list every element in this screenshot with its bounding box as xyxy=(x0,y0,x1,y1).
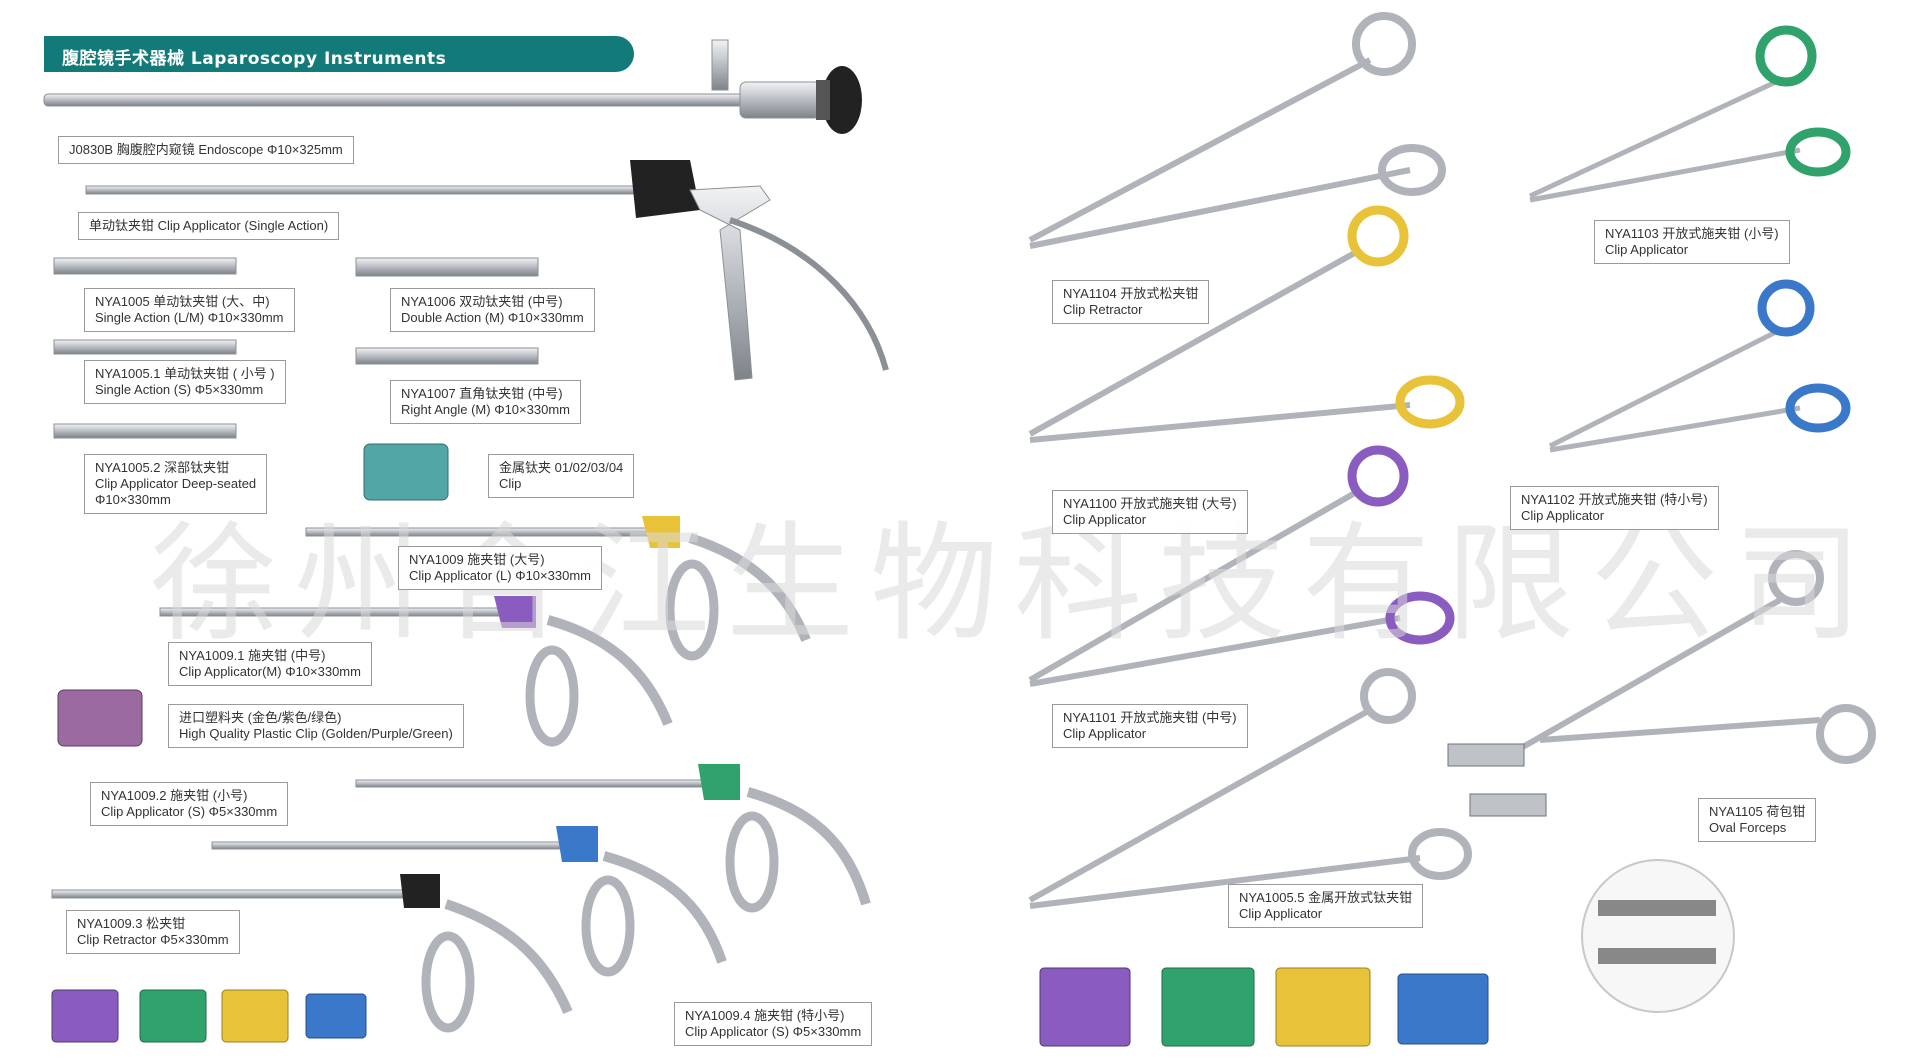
metal-open-clip-applicator-drawing xyxy=(1028,668,1472,909)
cartridge-green-large xyxy=(1161,967,1255,1047)
cartridge-blue-large xyxy=(1397,973,1489,1045)
open-clip-applicator-medium-drawing xyxy=(1028,445,1455,687)
label-nya1005: NYA1005 单动钛夹钳 (大、中)Single Action (L/M) Φ… xyxy=(84,288,295,332)
open-clip-applicator-xsmall-drawing xyxy=(1548,279,1851,453)
label-plastic-clip: 进口塑料夹 (金色/紫色/绿色)High Quality Plastic Cli… xyxy=(168,704,464,748)
clip-applicator-xsmall-drawing xyxy=(211,826,727,977)
plastic-clip-cartridge xyxy=(57,689,143,747)
clip-retractor-drawing xyxy=(51,874,573,1033)
cartridge-purple-large xyxy=(1039,967,1131,1047)
label-clip-single: 单动钛夹钳 Clip Applicator (Single Action) xyxy=(78,212,340,240)
cartridge-gold xyxy=(221,989,289,1043)
label-nya1103: NYA1103 开放式施夹钳 (小号)Clip Applicator xyxy=(1594,220,1790,264)
shaft-tips xyxy=(53,257,539,439)
label-nya1006: NYA1006 双动钛夹钳 (中号)Double Action (M) Φ10×… xyxy=(390,288,595,332)
cartridge-purple xyxy=(51,989,119,1043)
header-band: 腹腔镜手术器械 Laparoscopy Instruments xyxy=(44,36,634,72)
label-j0830b: J0830B 胸腹腔内窥镜 Endoscope Φ10×325mm xyxy=(58,136,354,164)
label-nya1100: NYA1100 开放式施夹钳 (大号)Clip Applicator xyxy=(1052,490,1248,534)
label-nya1009-4: NYA1009.4 施夹钳 (特小号)Clip Applicator (S) Φ… xyxy=(674,1002,873,1046)
label-nya1007: NYA1007 直角钛夹钳 (中号)Right Angle (M) Φ10×33… xyxy=(390,380,581,424)
clip-applicator-single-drawing xyxy=(85,160,889,381)
metal-clip-cartridge xyxy=(363,443,449,501)
page-title: 腹腔镜手术器械 Laparoscopy Instruments xyxy=(62,49,447,69)
open-clip-retractor-drawing xyxy=(1028,12,1446,249)
label-nya1102: NYA1102 开放式施夹钳 (特小号)Clip Applicator xyxy=(1510,486,1719,530)
label-nya1101: NYA1101 开放式施夹钳 (中号)Clip Applicator xyxy=(1052,704,1248,748)
label-nya1009-1: NYA1009.1 施夹钳 (中号)Clip Applicator(M) Φ10… xyxy=(168,642,372,686)
oval-forceps-drawing xyxy=(1447,550,1876,1013)
clip-applicator-large-drawing xyxy=(305,516,811,661)
endoscope-drawing xyxy=(43,39,862,134)
cartridge-blue xyxy=(305,993,367,1039)
clip-applicator-small-drawing xyxy=(355,764,871,913)
cartridge-green xyxy=(139,989,207,1043)
clip-applicator-medium-drawing xyxy=(159,596,673,747)
label-nya1009: NYA1009 施夹钳 (大号)Clip Applicator (L) Φ10×… xyxy=(398,546,602,590)
label-nya1009-2: NYA1009.2 施夹钳 (小号)Clip Applicator (S) Φ5… xyxy=(90,782,289,826)
open-clip-applicator-small-drawing xyxy=(1528,25,1851,203)
open-clip-applicator-large-drawing xyxy=(1028,205,1465,443)
label-nya1005-1: NYA1005.1 单动钛夹钳 ( 小号 )Single Action (S) … xyxy=(84,360,286,404)
cartridge-gold-large xyxy=(1275,967,1371,1047)
